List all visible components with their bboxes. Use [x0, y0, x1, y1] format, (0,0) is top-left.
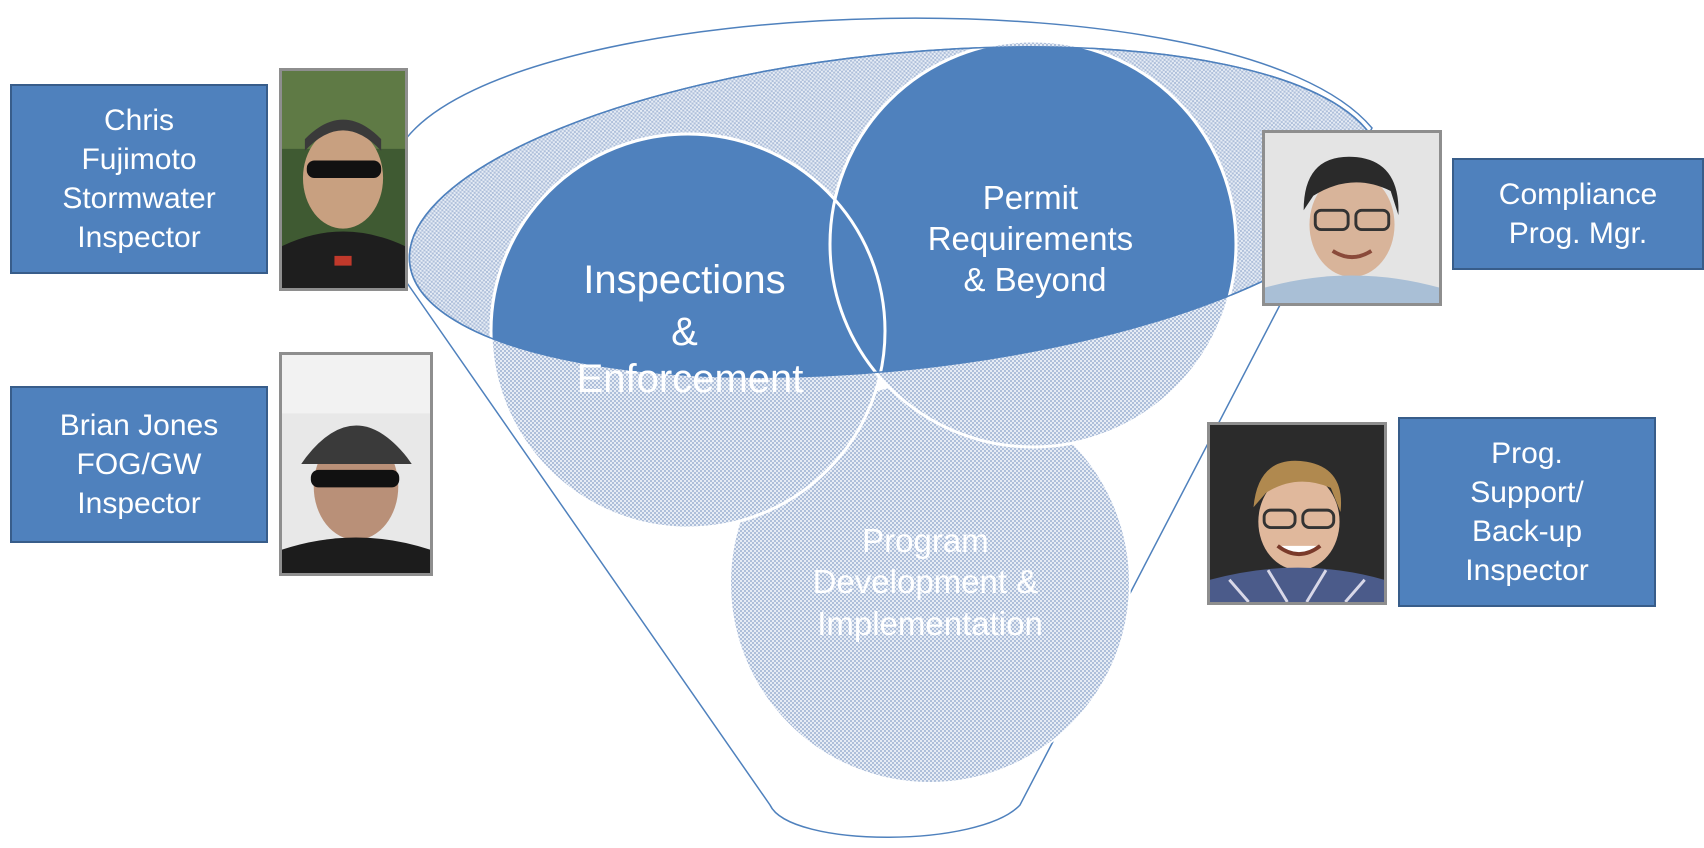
woman-glasses-photo: [1262, 130, 1442, 306]
inspections-text: Inspections & Enforcement: [577, 258, 804, 401]
man-sunglasses-photo: [279, 68, 408, 291]
brian-jones-label: Brian Jones FOG/GW Inspector: [10, 386, 268, 543]
chris-fujimoto-label: Chris Fujimoto Stormwater Inspector: [10, 84, 268, 274]
woman-glasses-smiling-photo: [1207, 422, 1387, 605]
permit-text: Permit Requirements & Beyond: [928, 179, 1143, 298]
funnel-outline: [404, 17, 1373, 838]
compliance-mgr-label: Compliance Prog. Mgr.: [1452, 158, 1704, 270]
prog-support-label: Prog. Support/ Back-up Inspector: [1398, 417, 1656, 607]
man-cap-sunglasses-photo: [279, 352, 433, 576]
program-text: Program Development & Implementation: [813, 522, 1048, 642]
